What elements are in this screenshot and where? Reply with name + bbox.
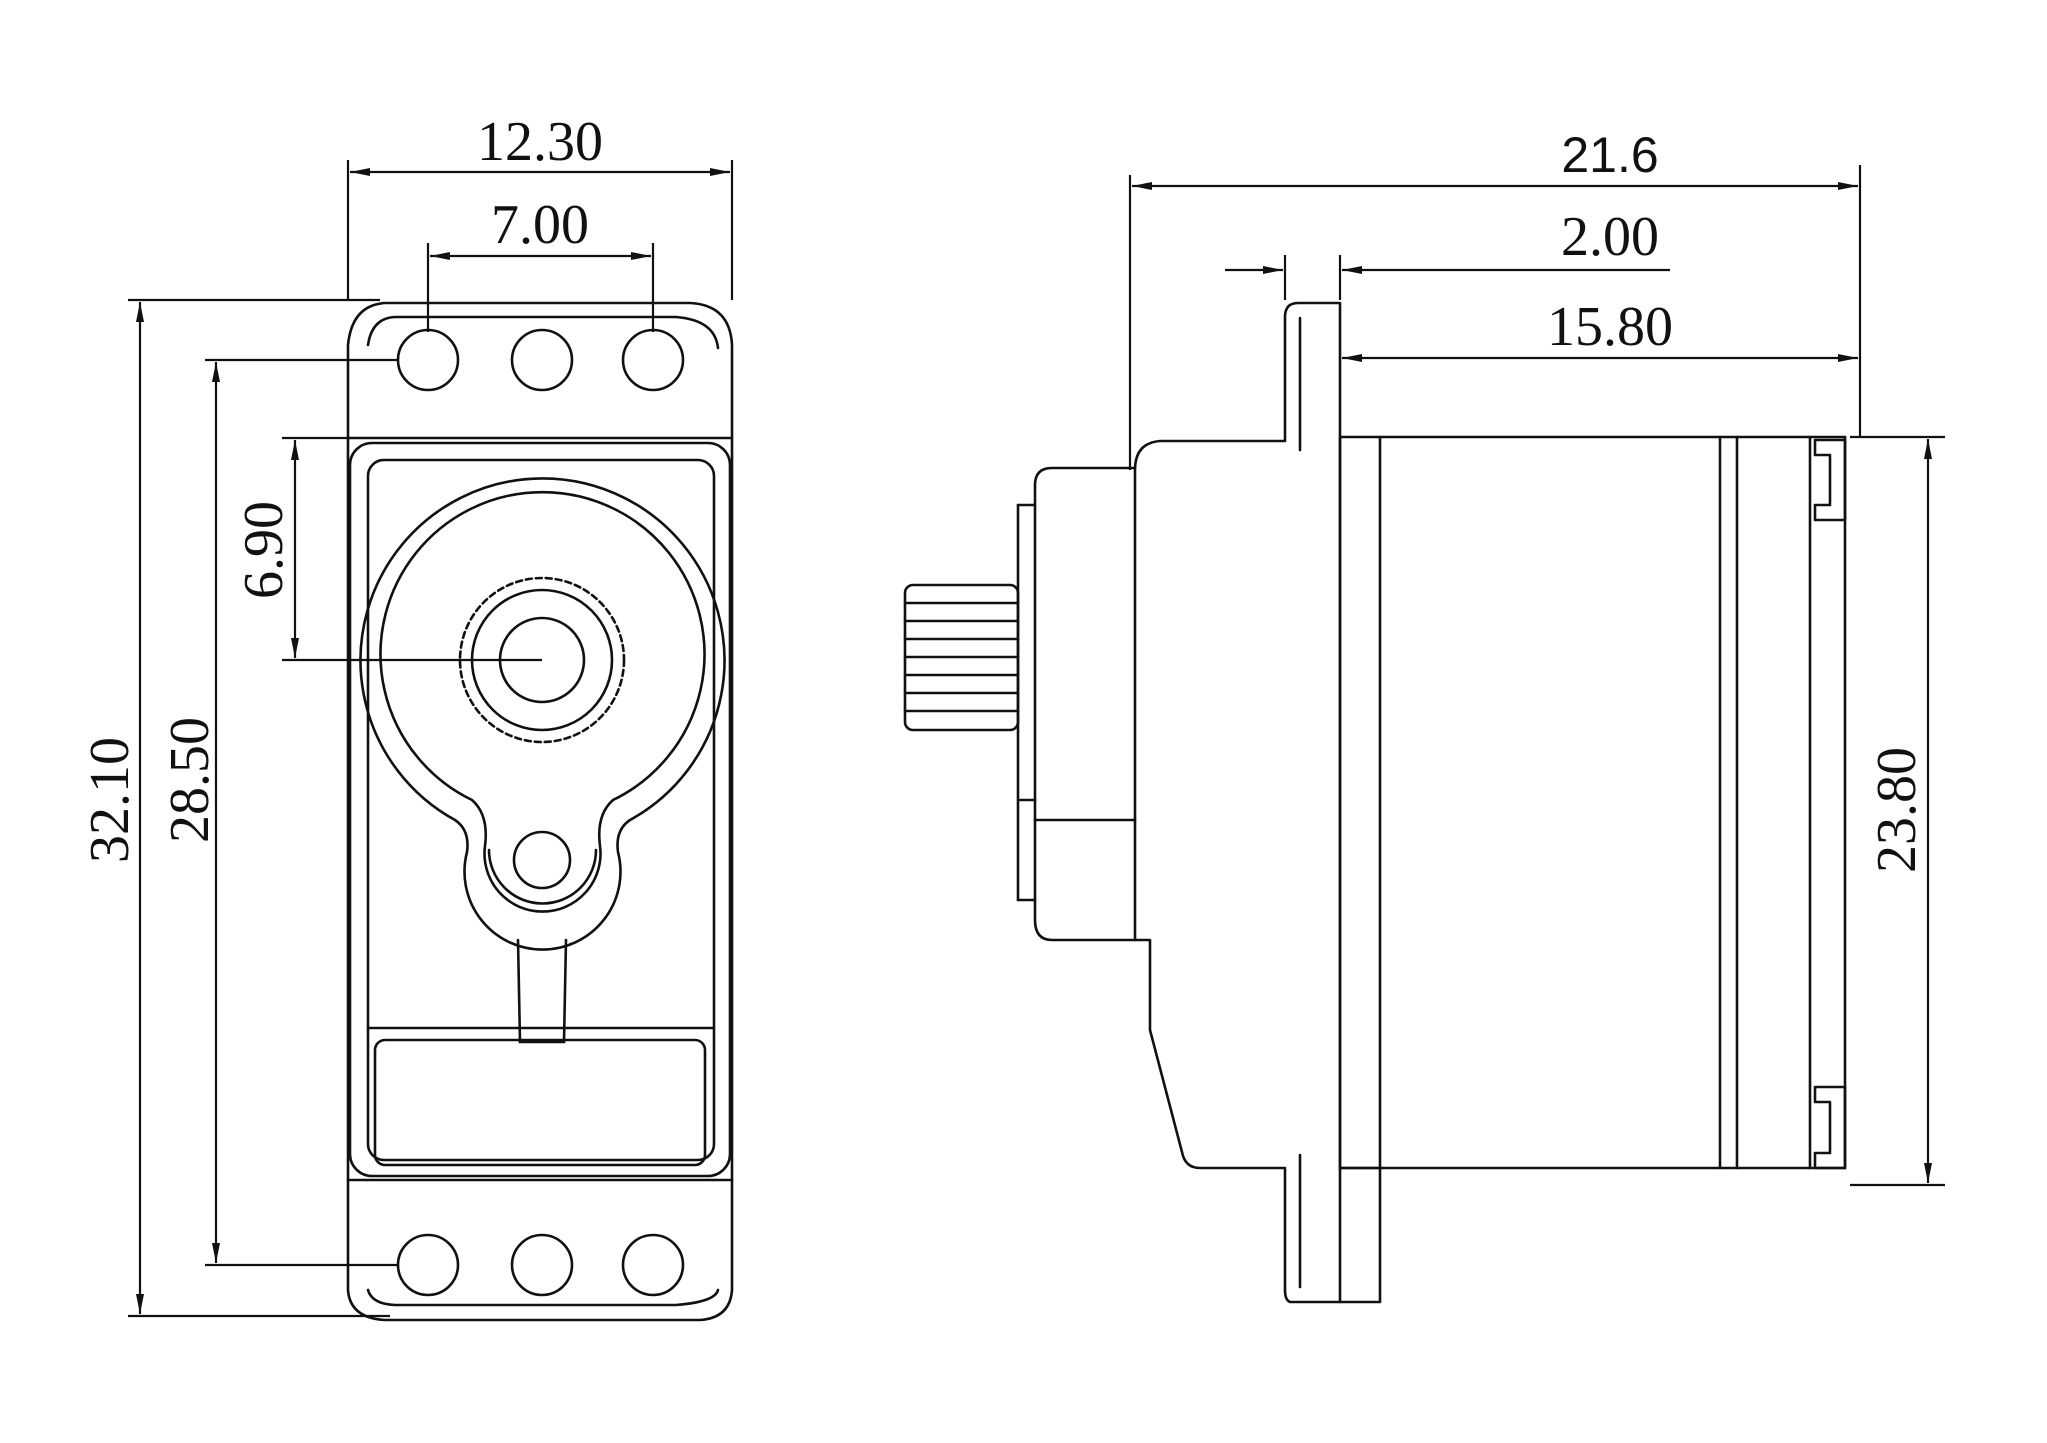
dim-hole-to-hole-height: 28.50 (159, 717, 221, 843)
gear-housing (359, 477, 726, 951)
dim-width-overall: 12.30 (477, 111, 603, 173)
front-view: 12.30 7.00 32.10 28.50 6.90 (79, 111, 734, 1322)
mounting-hole (510, 328, 574, 392)
dim-body-length: 15.80 (1547, 296, 1673, 358)
front-mounting-plate-inner (366, 315, 720, 350)
dim-shaft-offset: 6.90 (233, 501, 295, 599)
mounting-hole (621, 1233, 685, 1297)
dim-flange-thickness: 2.00 (1561, 206, 1659, 268)
side-body (1133, 301, 1382, 1304)
mounting-hole (621, 328, 685, 392)
mounting-hole (396, 1233, 460, 1297)
mounting-hole (396, 328, 460, 392)
dim-length-overall: 21.6 (1561, 127, 1658, 183)
label-area (373, 1038, 707, 1167)
front-body (348, 441, 732, 1178)
end-cap-tab (1813, 1085, 1847, 1170)
mounting-hole (510, 1233, 574, 1297)
dim-body-height: 23.80 (1866, 747, 1928, 873)
gear-cap (1033, 466, 1137, 942)
dim-height-overall: 32.10 (79, 737, 141, 863)
dim-hole-spacing: 7.00 (491, 194, 589, 256)
motor-housing (1338, 435, 1739, 1170)
side-view: 21.6 2.00 15.80 23.80 (903, 127, 1945, 1304)
front-mounting-plate (346, 301, 734, 1322)
end-cap-tab (1813, 438, 1847, 522)
